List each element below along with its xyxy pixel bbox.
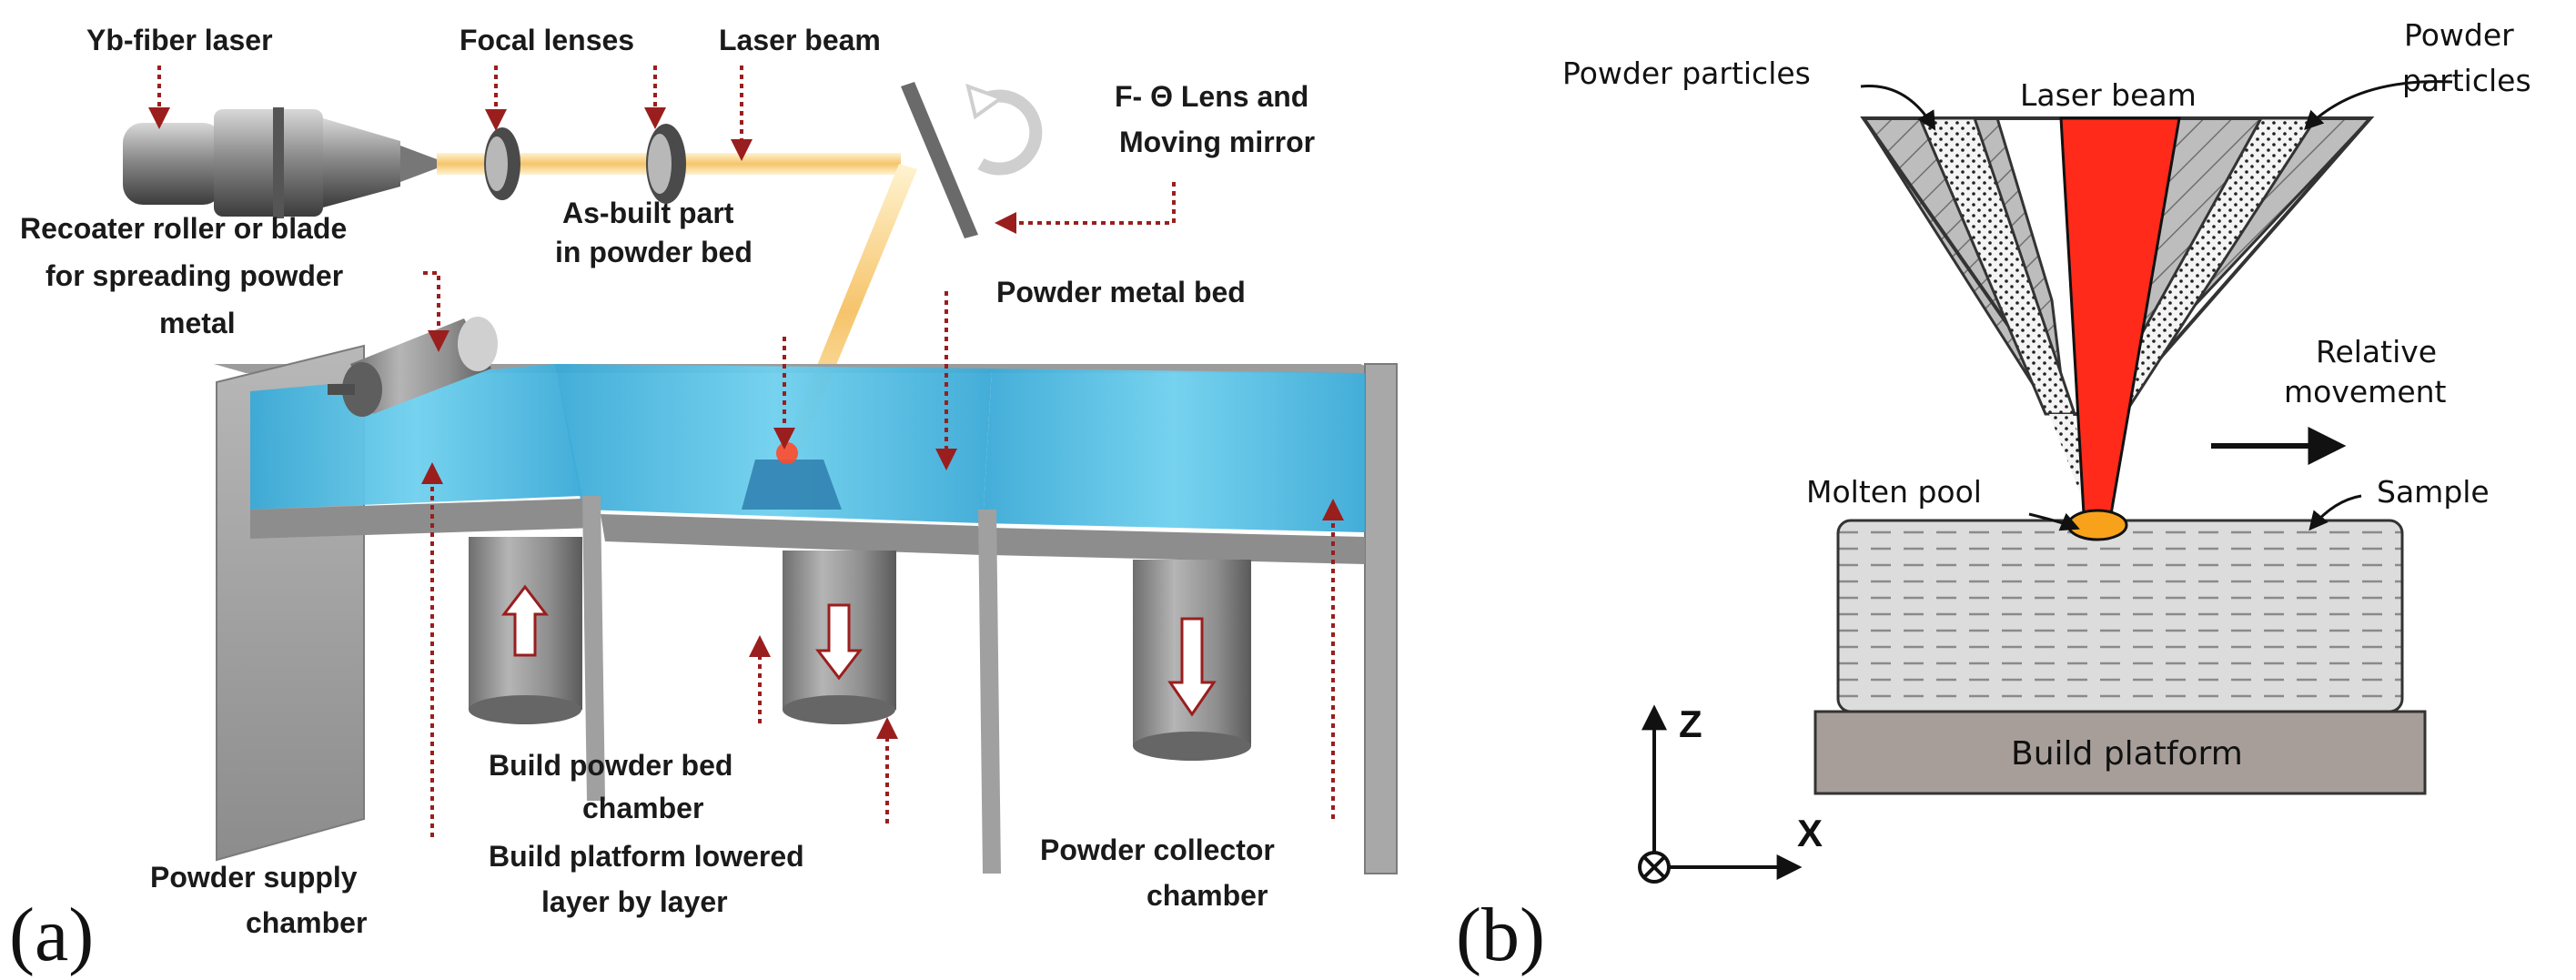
axes-indicator	[1638, 704, 1803, 884]
as-built-part	[742, 460, 842, 510]
collector-powder-surface	[983, 369, 1365, 532]
label-powder-particles-left: Powder particles	[1562, 56, 1811, 91]
label-build-platform-line2: layer by layer	[541, 885, 728, 918]
moving-mirror	[901, 82, 978, 238]
label-relative-line2: movement	[2284, 374, 2447, 409]
label-build-chamber-line1: Build powder bed	[489, 749, 732, 782]
panel-b-labels: Powder particles Laser beam Powder parti…	[1456, 17, 2531, 977]
powder-channel-left	[1917, 116, 2077, 416]
label-axis-z: Z	[1679, 702, 1702, 745]
yb-fiber-laser-body	[123, 107, 437, 218]
collector-ledge	[992, 528, 1365, 564]
right-end-wall	[1364, 363, 1398, 874]
focal-lens-1	[484, 127, 520, 200]
label-build-platform: Build platform	[2011, 735, 2243, 773]
panel-a-labels: Yb-fiber laser Focal lenses Laser beam F…	[9, 24, 1315, 977]
label-as-built-line2: in powder bed	[555, 236, 753, 268]
divider-wall-2	[978, 510, 1001, 874]
label-f-theta-line2: Moving mirror	[1119, 126, 1315, 158]
label-as-built-line1: As-built part	[562, 197, 734, 229]
divider-wall-1	[582, 496, 605, 801]
label-supply-line2: chamber	[246, 906, 367, 939]
collector-piston	[1133, 560, 1251, 761]
label-sample: Sample	[2377, 474, 2490, 510]
build-platform	[1813, 710, 2427, 795]
focal-lens-2	[646, 124, 686, 204]
powder-supply-surface	[250, 364, 582, 510]
label-focal-lenses: Focal lenses	[460, 24, 634, 56]
label-f-theta-line1: F- Θ Lens and	[1115, 80, 1308, 113]
supply-piston	[469, 537, 582, 724]
label-supply-line1: Powder supply	[150, 861, 358, 894]
label-powder-right-line2: particles	[2402, 63, 2531, 98]
panel-label-a: (a)	[9, 893, 94, 977]
label-build-chamber-line2: chamber	[582, 792, 703, 824]
label-axis-x: X	[1797, 812, 1823, 854]
build-piston	[783, 551, 896, 724]
build-ledge	[601, 514, 983, 555]
sample-block	[1836, 519, 2404, 713]
panel-b-nozzle	[1860, 116, 2375, 516]
molten-pool	[2066, 509, 2128, 541]
label-collector-line1: Powder collector	[1040, 834, 1275, 866]
recoater-roller	[328, 317, 498, 417]
label-laser-beam-b: Laser beam	[2020, 77, 2197, 113]
label-recoater-line2: for spreading powder	[45, 259, 343, 292]
laser-spot	[776, 442, 798, 464]
panel-label-b: (b)	[1456, 893, 1545, 977]
label-relative-line1: Relative	[2316, 334, 2437, 369]
label-collector-line2: chamber	[1147, 879, 1268, 912]
label-molten-pool: Molten pool	[1806, 474, 1982, 510]
panel-b-build	[1813, 509, 2427, 795]
panel-a-callouts	[148, 66, 1344, 837]
label-powder-metal-bed: Powder metal bed	[996, 276, 1246, 308]
label-laser-beam-a: Laser beam	[719, 24, 881, 56]
panel-b-callouts	[1860, 80, 2453, 531]
mirror-rotation-icon	[977, 89, 1043, 176]
label-yb-fiber-laser: Yb-fiber laser	[86, 24, 273, 56]
panel-a-machine	[123, 82, 1398, 874]
supply-ledge	[250, 499, 596, 539]
label-powder-right-line1: Powder	[2404, 17, 2514, 53]
label-recoater-line3: metal	[159, 307, 236, 339]
label-recoater-line1: Recoater roller or blade	[20, 212, 347, 245]
label-build-platform-line1: Build platform lowered	[489, 840, 804, 873]
